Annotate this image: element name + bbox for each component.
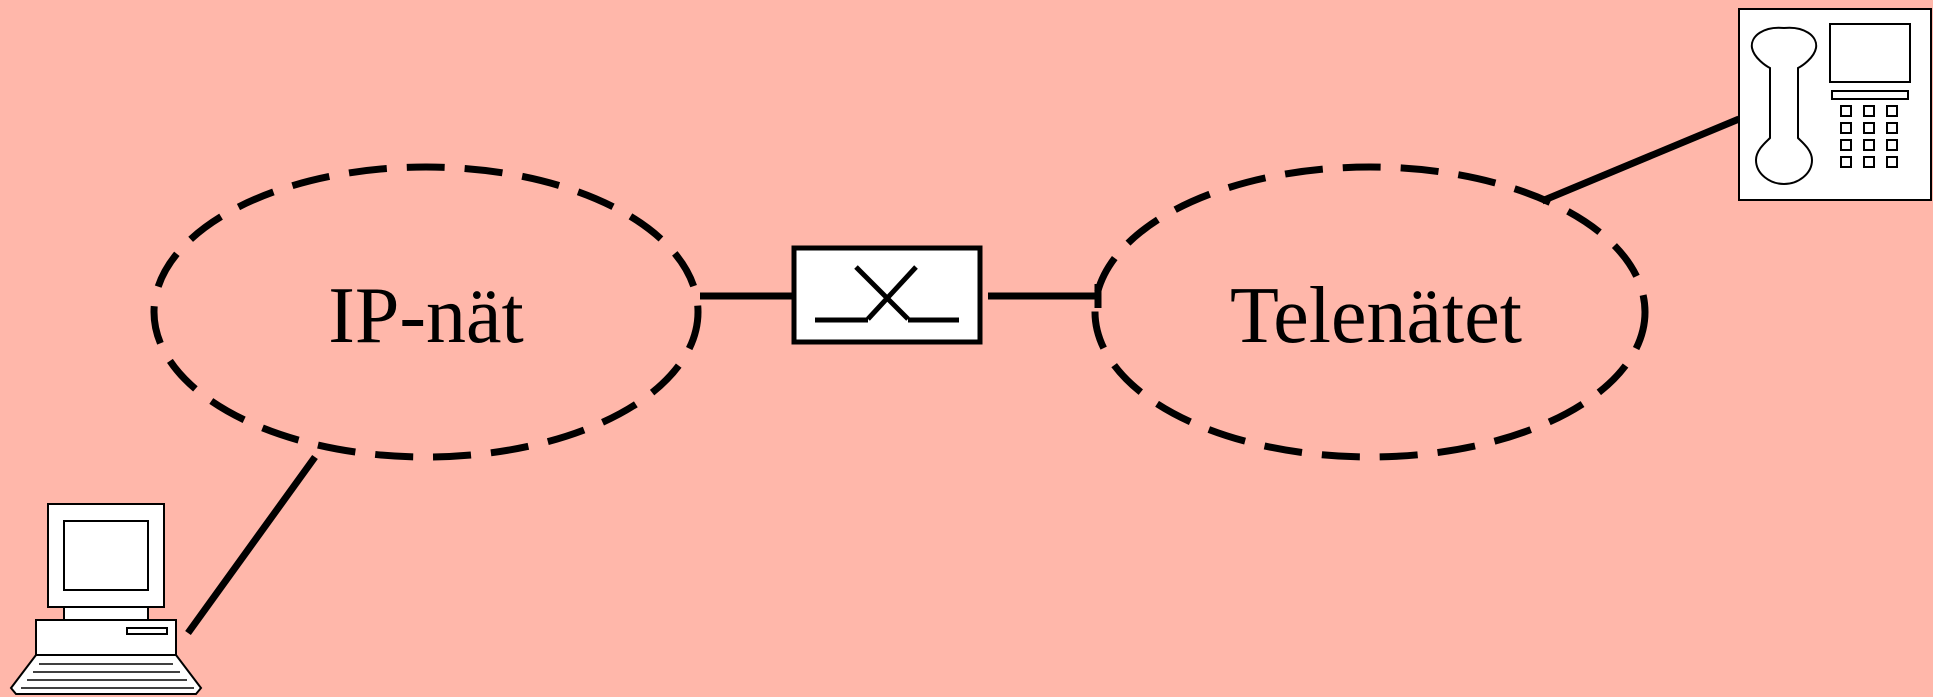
- connection-lines: [185, 115, 1741, 636]
- disk-drive: [126, 627, 168, 635]
- phone-display-bar: [1831, 90, 1909, 100]
- ip-network-label: IP-nät: [328, 272, 524, 360]
- switch-icon: [815, 265, 959, 323]
- monitor-stand: [63, 606, 149, 621]
- gateway-switch: [791, 245, 983, 345]
- telephone-network-label: Telenätet: [1230, 272, 1522, 360]
- phone-handset: [1750, 26, 1818, 186]
- ip-network-ellipse: [150, 163, 702, 461]
- phone-keypad: [1840, 105, 1898, 168]
- phone-icon: [1738, 8, 1932, 201]
- telephone-to-phone-line: [1540, 115, 1741, 205]
- computer-icon: [9, 503, 203, 695]
- keyboard-keys: [21, 663, 194, 689]
- phone-display: [1829, 23, 1911, 83]
- ip-to-computer-line: [185, 454, 318, 636]
- telephone-network-ellipse: [1091, 163, 1649, 461]
- monitor-screen: [63, 520, 149, 591]
